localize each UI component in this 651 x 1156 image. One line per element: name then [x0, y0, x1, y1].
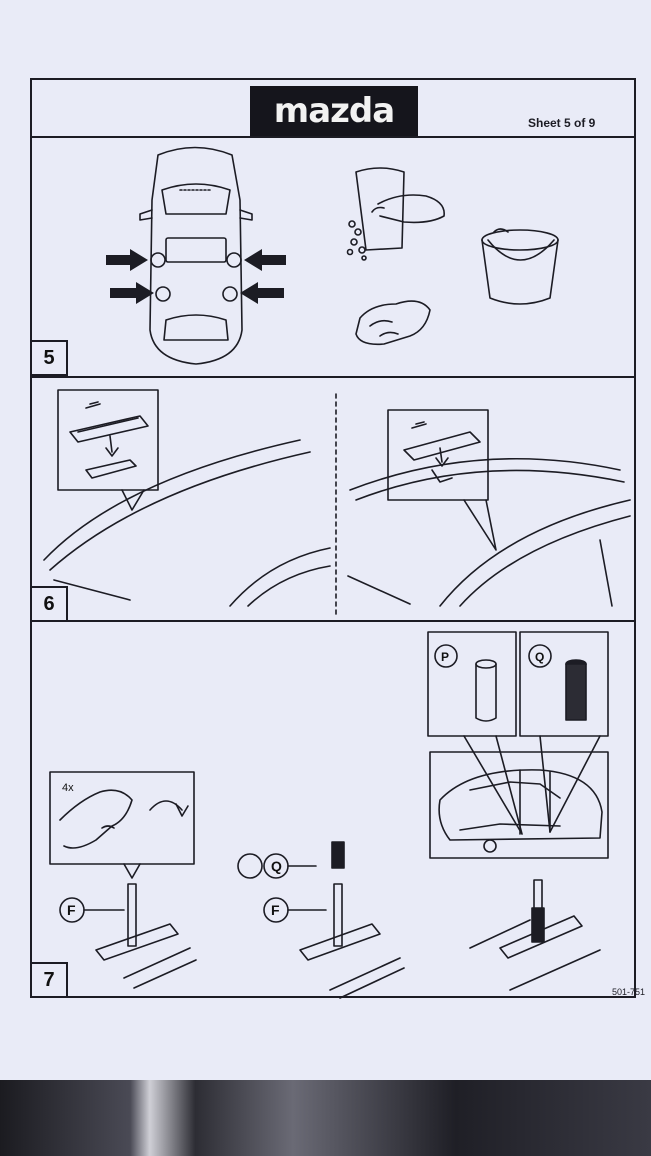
cleaner-bottle-illustration	[346, 167, 445, 261]
part-f-label: F	[67, 902, 76, 918]
car-top-view-illustration	[139, 146, 253, 365]
tighten-by-hand-illustration	[49, 771, 195, 879]
step-number: 7	[30, 962, 68, 998]
background-surface	[0, 1080, 651, 1156]
step5-divider	[30, 376, 636, 378]
header-divider	[30, 136, 636, 138]
part-f-label: F	[271, 902, 280, 918]
step-number: 5	[30, 340, 68, 376]
water-bucket-illustration	[481, 228, 559, 305]
part-q-label: Q	[271, 858, 282, 874]
stud-f-left-illustration	[59, 883, 197, 989]
repeat-count-label: 4x	[62, 782, 74, 794]
document-code: 501-751	[612, 987, 646, 997]
part-p-label: P	[441, 650, 449, 664]
mazda-logo	[250, 86, 418, 136]
stud-f-q-middle-illustration	[237, 841, 405, 999]
illustrations: 4x F Q F P Q	[43, 146, 631, 999]
arrow-left-icon	[240, 249, 286, 304]
sheet-frame	[30, 78, 636, 998]
spacer-p-illustration	[427, 631, 517, 737]
step6-divider	[30, 620, 636, 622]
step-number: 6	[30, 586, 68, 622]
roof-rail-cover-right-illustration	[347, 409, 631, 607]
arrow-right-icon	[106, 249, 154, 304]
car-perspective-illustration	[429, 735, 609, 859]
mazda-logo-text: mazda	[273, 91, 395, 131]
part-q-label: Q	[535, 650, 544, 664]
spacer-q-illustration	[519, 631, 609, 737]
cloth-wiping-illustration	[355, 300, 431, 346]
roof-rail-cover-left-illustration	[43, 389, 331, 607]
sheet-number: Sheet 5 of 9	[528, 116, 596, 130]
stud-assembled-right-illustration	[469, 879, 601, 991]
